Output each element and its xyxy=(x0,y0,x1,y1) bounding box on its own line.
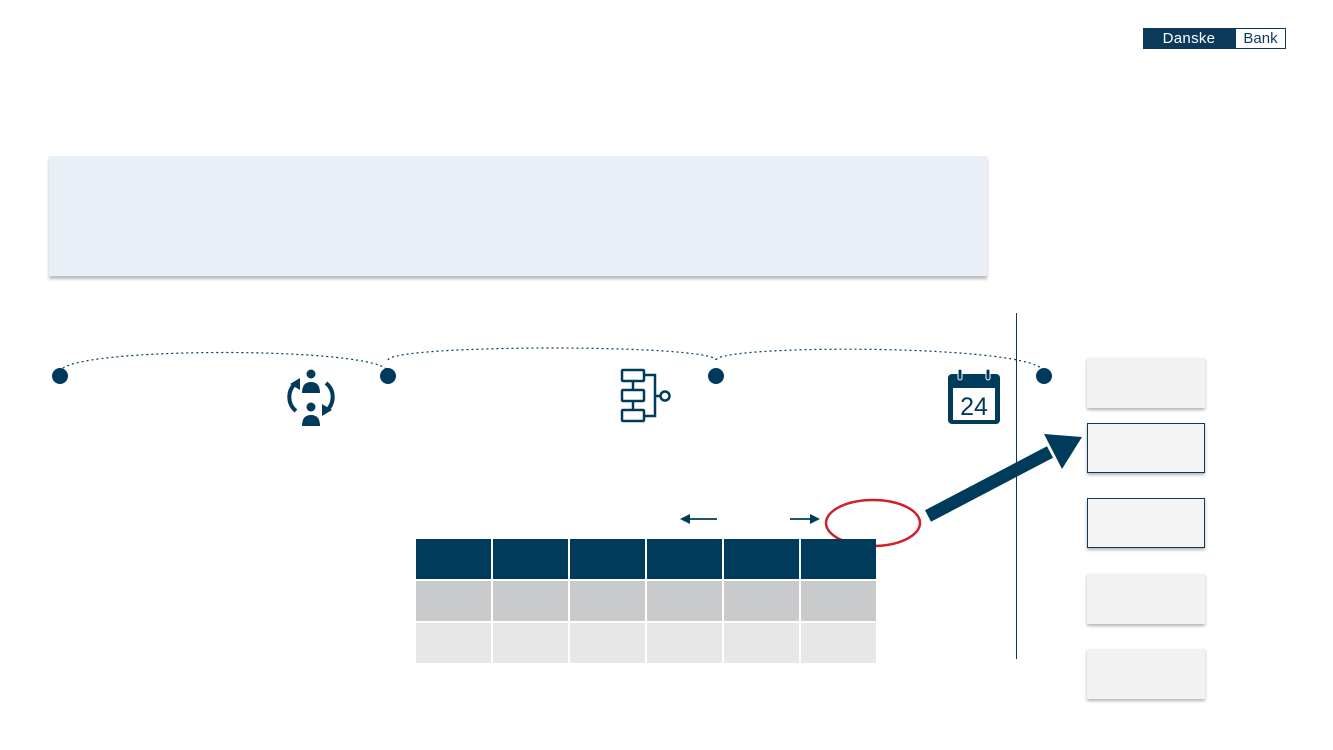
side-box-3 xyxy=(1087,498,1205,548)
table-cell xyxy=(416,580,493,623)
timeline-arc-3 xyxy=(715,348,1045,373)
side-box-4 xyxy=(1087,574,1205,624)
calendar-day-number: 24 xyxy=(960,393,988,421)
header-cell xyxy=(492,539,570,581)
header-cell xyxy=(723,539,801,581)
header-cell xyxy=(569,539,647,581)
side-box-1 xyxy=(1087,358,1205,408)
table-row xyxy=(416,622,876,665)
timeline-arc-1 xyxy=(59,351,389,373)
milestone-dot-1 xyxy=(52,368,68,384)
table-cell xyxy=(492,580,570,623)
header-cell xyxy=(646,539,724,581)
logo-danske: Danske xyxy=(1143,28,1235,49)
timeline-arc-2 xyxy=(387,347,717,361)
table-cell xyxy=(646,622,724,665)
table-cell xyxy=(800,580,876,623)
side-box-2-highlighted xyxy=(1087,423,1205,473)
side-box-5 xyxy=(1087,649,1205,699)
table-cell xyxy=(569,580,647,623)
calendar-24-icon: 24 xyxy=(948,368,1000,424)
milestone-dot-3 xyxy=(708,368,724,384)
header-cell xyxy=(416,539,493,581)
people-cycle-icon xyxy=(287,369,335,426)
table-cell xyxy=(492,622,570,665)
right-arrow-icon xyxy=(790,514,820,524)
table-cell xyxy=(416,622,493,665)
header-banner xyxy=(49,156,987,276)
danske-bank-logo: Danske Bank xyxy=(1143,28,1288,49)
table-cell xyxy=(723,622,801,665)
milestone-dot-4 xyxy=(1036,368,1052,384)
header-cell xyxy=(800,539,876,581)
table-row xyxy=(416,580,876,623)
table-cell xyxy=(800,622,876,665)
data-table xyxy=(416,539,876,665)
left-arrow-icon xyxy=(680,514,717,524)
vertical-divider xyxy=(1016,313,1017,659)
table-header-row xyxy=(416,539,876,581)
process-flow-icon xyxy=(620,368,671,423)
table-cell xyxy=(569,622,647,665)
table-cell xyxy=(646,580,724,623)
logo-bank: Bank xyxy=(1235,28,1286,49)
pointer-arrow xyxy=(924,434,1082,522)
milestone-dot-2 xyxy=(380,368,396,384)
table-cell xyxy=(723,580,801,623)
